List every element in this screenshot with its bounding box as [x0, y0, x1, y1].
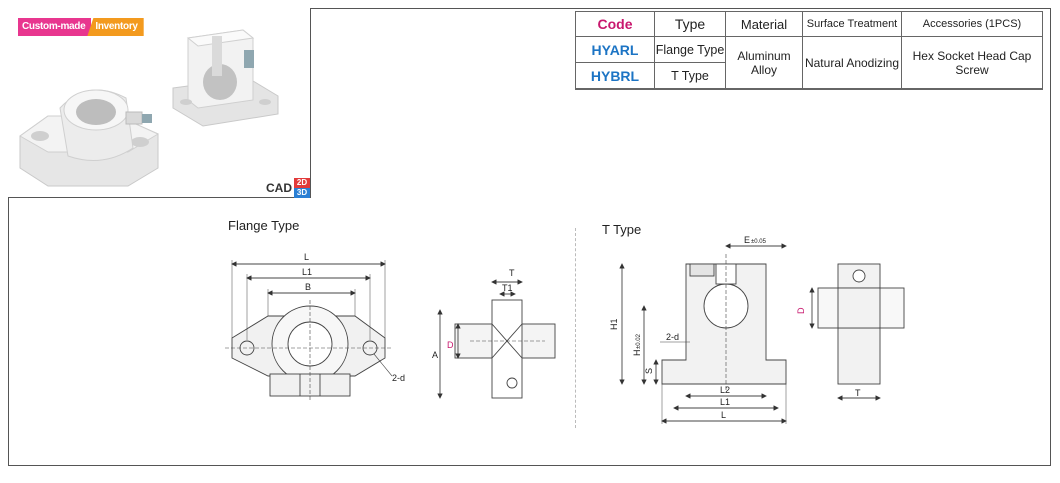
t-type-title: T Type — [602, 222, 642, 237]
dim-T1: T1 — [502, 283, 513, 293]
dim-A: A — [432, 350, 438, 360]
table-row: HYARL Flange Type Aluminum Alloy Natural… — [575, 36, 1043, 90]
dim-B: B — [305, 282, 311, 292]
dim-S: S — [644, 368, 654, 374]
row-type: T Type — [654, 62, 726, 90]
row-code: HYARL — [575, 36, 655, 63]
t-type-side-view — [809, 263, 905, 401]
cad-label: CAD — [266, 181, 292, 195]
flange-front-view — [225, 260, 393, 400]
row-type: Flange Type — [654, 36, 726, 63]
t-type-front-view — [619, 243, 787, 424]
table-header-row: Code Type Material Surface Treatment Acc… — [575, 11, 1043, 37]
flange-type-photo — [19, 89, 160, 187]
dim-T: T — [509, 268, 515, 278]
dim-E: E — [744, 235, 750, 245]
flange-side-view — [437, 279, 556, 399]
accessories-cell: Hex Socket Head Cap Screw — [901, 36, 1043, 90]
product-illustration — [19, 29, 279, 187]
section-divider — [575, 228, 576, 428]
dim-D-ttype: D — [796, 307, 806, 314]
product-photo-panel: Custom-made Inventory CAD — [8, 8, 311, 198]
dim-E-tol: ±0.05 — [751, 239, 767, 245]
dim-L1-t: L1 — [720, 397, 730, 407]
header-material: Material — [725, 11, 803, 37]
table-row: HYBRL T Type — [575, 62, 1043, 90]
cad-3d-tag: 3D — [294, 188, 310, 198]
dim-L: L — [304, 252, 309, 262]
spec-table: Code Type Material Surface Treatment Acc… — [575, 11, 1043, 90]
inventory-badge: Inventory — [87, 18, 144, 36]
cad-badge[interactable]: CAD 2D 3D — [266, 178, 310, 198]
dim-2d: 2-d — [392, 373, 405, 383]
header-accessories: Accessories (1PCS) — [901, 11, 1043, 37]
dim-D-flange: D — [447, 340, 454, 350]
row-code: HYBRL — [575, 62, 655, 90]
outer-frame — [8, 8, 1051, 466]
badge-row: Custom-made Inventory — [18, 18, 144, 36]
t-type-photo — [172, 29, 279, 127]
flange-type-title: Flange Type — [228, 218, 300, 233]
header-code: Code — [575, 11, 655, 37]
header-type: Type — [654, 11, 726, 37]
dim-L2: L2 — [720, 385, 730, 395]
header-surface: Surface Treatment — [802, 11, 902, 37]
dim-H1: H1 — [609, 318, 619, 330]
cad-2d-tag: 2D — [294, 178, 310, 188]
dim-L-t: L — [721, 410, 726, 420]
dim-H-tol: ±0.02 — [636, 333, 642, 349]
dim-T-side: T — [855, 388, 861, 398]
material-cell: Aluminum Alloy — [725, 36, 803, 90]
dim-L1: L1 — [302, 267, 312, 277]
custom-made-badge: Custom-made — [18, 18, 92, 36]
dim-H: H — [632, 350, 642, 357]
dim-2d-t: 2-d — [666, 332, 679, 342]
